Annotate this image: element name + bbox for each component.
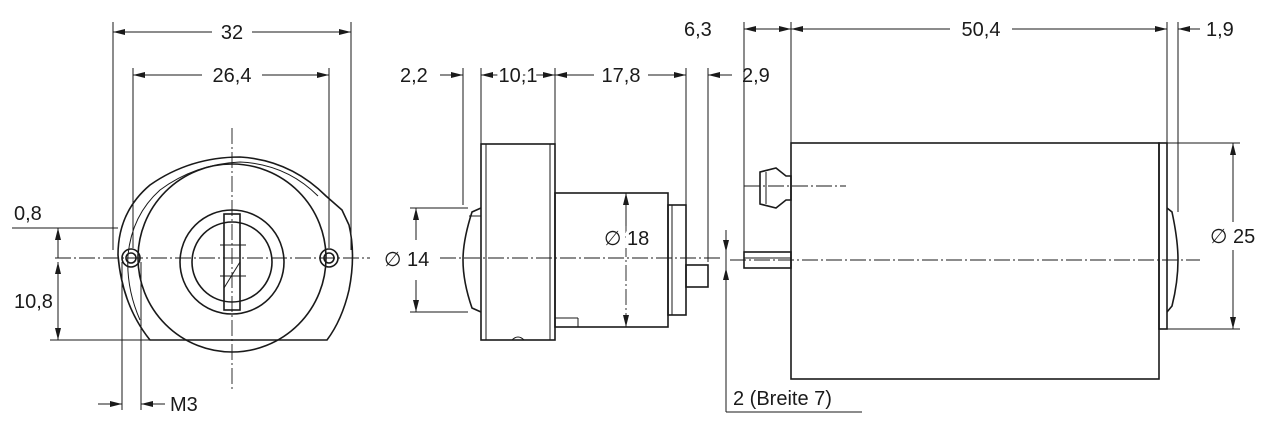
arrow-63-left [744, 26, 756, 32]
arrow-32-left [113, 29, 125, 35]
arrow-m3-left [110, 401, 122, 407]
arrow-29 [708, 72, 720, 78]
label-center-to-base: 10,8 [14, 291, 53, 313]
arrow-25-top [1230, 143, 1236, 155]
key-plug [462, 207, 482, 313]
side-view: 2,2 10,1 17,8 2,9 ∅ 14 ∅ 18 [381, 62, 770, 341]
lock-body [480, 143, 556, 341]
end-cap [1158, 142, 1168, 330]
label-thread: M3 [170, 394, 198, 416]
arrow-504-right [1155, 26, 1167, 32]
arrow-101-left [481, 72, 493, 78]
label-gap: 2,9 [742, 65, 770, 87]
label-shaft-length: 6,3 [684, 19, 712, 41]
arrow-504-left [791, 26, 803, 32]
label-diameter-large: ∅ 25 [1210, 226, 1255, 248]
flange [667, 204, 687, 316]
arrow-shaft-flat-bottom [723, 268, 729, 280]
label-diameter-small: ∅ 14 [384, 249, 429, 271]
arrow-178-right [674, 72, 686, 78]
arrow-63-right [779, 26, 791, 32]
arrow-264-right [317, 72, 329, 78]
arrow-178-left [555, 72, 567, 78]
side-shaft [685, 264, 709, 288]
arrow-264-left [133, 72, 145, 78]
motor-body [790, 142, 1160, 380]
arrow-101-right [543, 72, 555, 78]
front-body-outline [117, 156, 354, 341]
arrow-19 [1178, 26, 1190, 32]
label-shaft-flat: 2 (Breite 7) [733, 388, 832, 410]
arrow-108-bottom [55, 328, 61, 340]
label-housing: 17,8 [602, 65, 641, 87]
label-key-plug: 2,2 [400, 65, 428, 87]
arrow-22 [451, 72, 463, 78]
arrow-14-bottom [413, 300, 419, 312]
motor-view: 6,3 50,4 1,9 ∅ 25 2 (Breite 7) [684, 19, 1258, 413]
arrow-25-bottom [1230, 317, 1236, 329]
arrow-18-bottom [623, 315, 629, 327]
front-view: 32 26,4 0,8 10,8 M3 [12, 22, 370, 416]
label-motor-length: 50,4 [962, 19, 1001, 41]
arrow-108-top [55, 262, 61, 274]
front-body-inner-edge [127, 161, 319, 321]
arrow-m3-right [141, 401, 153, 407]
arrow-08-top [55, 228, 61, 240]
terminal-connector [759, 167, 792, 209]
arrow-18-top [623, 193, 629, 205]
label-end-cap: 1,9 [1206, 19, 1234, 41]
motor-housing-small [554, 192, 669, 328]
arrow-14-top [413, 208, 419, 220]
label-hole-spacing: 26,4 [213, 65, 252, 87]
label-total-width: 32 [221, 22, 243, 44]
arrow-shaft-flat-top [723, 240, 729, 252]
label-center-offset: 0,8 [14, 203, 42, 225]
lock-body-notch [511, 336, 525, 341]
label-diameter-mid: ∅ 18 [604, 228, 649, 250]
arrow-32-right [339, 29, 351, 35]
label-lock-body: 10,1 [499, 65, 538, 87]
